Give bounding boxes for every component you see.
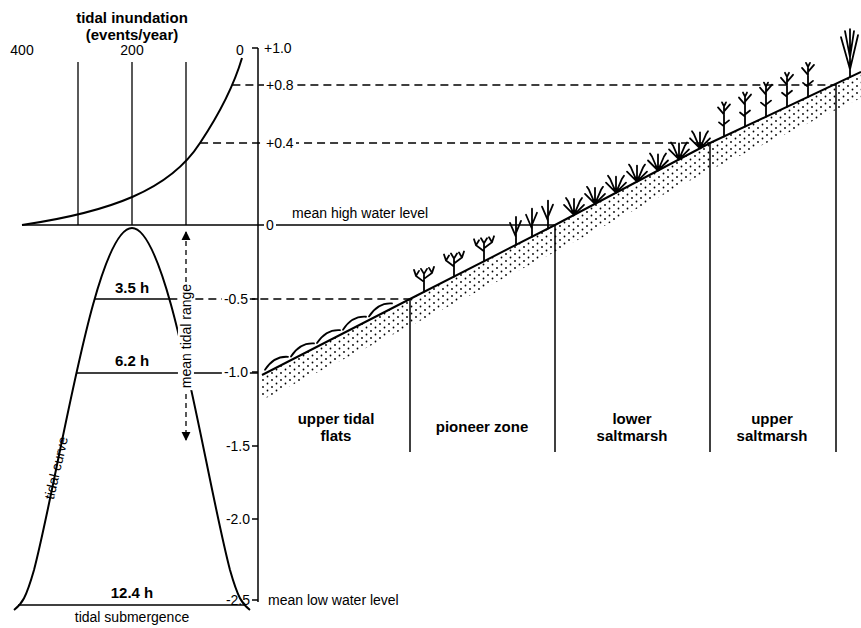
zone-label: upper tidal flats [281, 410, 391, 445]
zone-label: lower saltmarsh [577, 410, 687, 445]
salicornia [444, 252, 464, 277]
puccinellia-tuft [627, 165, 647, 182]
inundation-curve [22, 58, 242, 225]
tick-label: 0 [236, 42, 244, 58]
mudflat-algae [343, 317, 366, 330]
tick-label: -2.5 [226, 592, 250, 608]
curve-label: tidal curve [41, 435, 71, 501]
puccinellia-tuft [585, 187, 605, 204]
submergence-bracket [18, 604, 246, 606]
duration-label: 6.2 h [115, 352, 149, 369]
tick-label: 400 [10, 42, 33, 58]
upper-marsh-plant [802, 63, 814, 97]
level-label: mean low water level [268, 592, 399, 608]
tick-label: +0.4 [264, 135, 296, 151]
upper-marsh-plant [718, 102, 730, 136]
elymus [841, 29, 858, 77]
upper-marsh-plant [739, 93, 751, 127]
tick-label: -2.0 [226, 511, 250, 527]
puccinellia-tuft [564, 198, 584, 215]
level-label: mean high water level [292, 205, 428, 221]
puccinellia-tuft [648, 154, 668, 171]
mudflat-algae [317, 330, 340, 343]
axis-title: tidal submergence [75, 609, 189, 625]
tick-label: +0.8 [264, 77, 296, 93]
upper-marsh-plant [781, 73, 793, 107]
range-label: mean tidal range [178, 282, 194, 390]
level-dash [169, 298, 410, 299]
puccinellia-tuft [606, 176, 626, 193]
tick-label: -0.5 [222, 291, 250, 307]
salicornia [414, 267, 434, 292]
tick-label: -1.0 [222, 364, 250, 380]
duration-label: 3.5 h [115, 279, 149, 296]
axis-ticks [252, 48, 258, 600]
tick-label: 200 [120, 42, 143, 58]
sediment-stipple [262, 72, 861, 400]
tick-label: +1.0 [264, 40, 292, 56]
zone-label: upper saltmarsh [717, 410, 827, 445]
axis-title: tidal inundation (events/year) [57, 9, 207, 44]
spartina [526, 209, 537, 237]
salicornia [474, 236, 494, 261]
puccinellia-tuft [669, 142, 689, 159]
duration-line [95, 298, 170, 300]
mudflat-algae [265, 357, 288, 370]
tidal-curve [14, 228, 250, 610]
mean-high-water-line [22, 224, 555, 226]
mudflat-algae [291, 343, 314, 356]
tick-label: -1.5 [226, 438, 250, 454]
zone-dividers [410, 84, 836, 452]
upper-marsh-plant [760, 83, 772, 117]
zone-label: pioneer zone [436, 418, 529, 435]
spartina [510, 217, 521, 245]
mudflat-algae [369, 303, 392, 316]
level-dash [232, 84, 836, 85]
marsh-surface [262, 72, 861, 375]
vegetation [265, 29, 858, 370]
spartina [542, 201, 553, 229]
inundation-gridlines [78, 62, 186, 225]
duration-label: 12.4 h [111, 584, 154, 601]
tick-label: 0 [264, 217, 276, 233]
puccinellia-tuft [690, 131, 710, 148]
